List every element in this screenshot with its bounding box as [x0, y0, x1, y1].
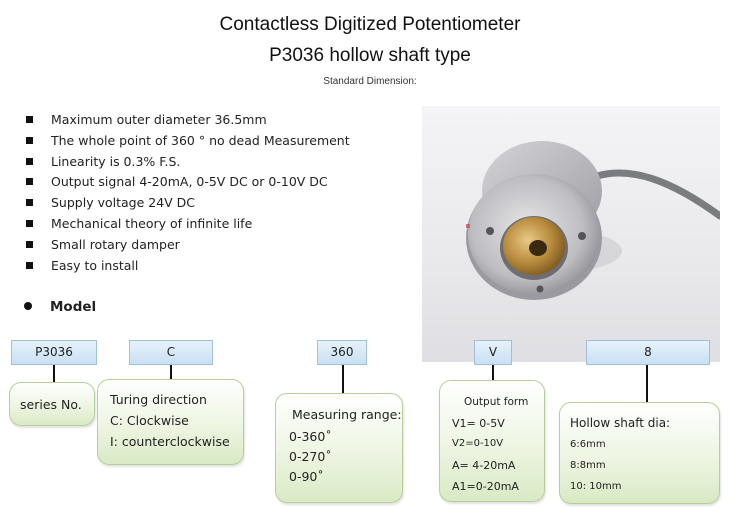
range-option: 0-90˚ — [289, 469, 324, 484]
feature-item: Linearity is 0.3% F.S. — [26, 152, 350, 173]
feature-item: Maximum outer diameter 36.5mm — [26, 110, 350, 131]
feature-item: The whole point of 360 ° no dead Measure… — [26, 131, 350, 152]
square-bullet-icon — [26, 178, 33, 186]
model-heading: Model — [24, 299, 96, 315]
direction-option: C: Clockwise — [110, 413, 189, 428]
connector-line — [646, 365, 648, 402]
model-code-range: 360 — [317, 340, 367, 365]
output-option: A1=0-20mA — [452, 480, 519, 493]
output-description: Output form V1= 0-5V V2=0-10V A= 4-20mA … — [439, 380, 545, 502]
connector-line — [492, 365, 494, 380]
shaft-option: 10: 10mm — [570, 481, 622, 492]
shaft-option: 8:8mm — [570, 460, 606, 471]
range-description: Measuring range: 0-360˚ 0-270˚ 0-90˚ — [275, 393, 403, 503]
feature-item: Output signal 4-20mA, 0-5V DC or 0-10V D… — [26, 172, 350, 193]
direction-title: Turing direction — [110, 392, 207, 407]
page-subtitle: P3036 hollow shaft type — [269, 45, 471, 66]
model-code-shaft: 8 — [586, 340, 710, 365]
range-title: Measuring range: — [292, 407, 402, 422]
model-code-direction: C — [129, 340, 213, 365]
connector-line — [342, 365, 344, 393]
shaft-description: Hollow shaft dia: 6:6mm 8:8mm 10: 10mm — [559, 402, 720, 504]
output-title: Output form — [464, 396, 529, 408]
section-caption: Standard Dimension: — [323, 76, 417, 87]
model-code-output: V — [474, 340, 512, 365]
output-option: A= 4-20mA — [452, 459, 516, 472]
series-label: series No. — [20, 397, 82, 412]
square-bullet-icon — [26, 240, 33, 248]
connector-line — [170, 365, 172, 380]
output-option: V2=0-10V — [452, 438, 504, 449]
potentiometer-image — [466, 141, 720, 300]
shaft-option: 6:6mm — [570, 439, 606, 450]
range-option: 0-360˚ — [289, 429, 332, 444]
feature-list: Maximum outer diameter 36.5mm The whole … — [26, 110, 350, 276]
square-bullet-icon — [26, 136, 33, 144]
square-bullet-icon — [26, 199, 33, 207]
model-code-series: P3036 — [11, 340, 97, 365]
feature-item: Easy to install — [26, 256, 350, 277]
direction-description: Turing direction C: Clockwise I: counter… — [97, 379, 244, 465]
connector-line — [53, 365, 55, 382]
square-bullet-icon — [26, 116, 33, 123]
square-bullet-icon — [26, 157, 33, 165]
range-option: 0-270˚ — [289, 449, 332, 464]
feature-item: Mechanical theory of infinite life — [26, 214, 350, 235]
page-title: Contactless Digitized Potentiometer — [219, 14, 521, 35]
square-bullet-icon — [26, 261, 33, 269]
direction-option: I: counterclockwise — [110, 434, 230, 449]
cable-icon — [593, 169, 720, 220]
feature-item: Supply voltage 24V DC — [26, 193, 350, 214]
series-description: series No. — [9, 382, 95, 426]
round-bullet-icon — [24, 302, 32, 310]
output-option: V1= 0-5V — [452, 417, 505, 430]
feature-item: Small rotary damper — [26, 235, 350, 256]
square-bullet-icon — [26, 219, 33, 227]
shaft-title: Hollow shaft dia: — [570, 416, 671, 430]
product-photo — [422, 106, 720, 362]
